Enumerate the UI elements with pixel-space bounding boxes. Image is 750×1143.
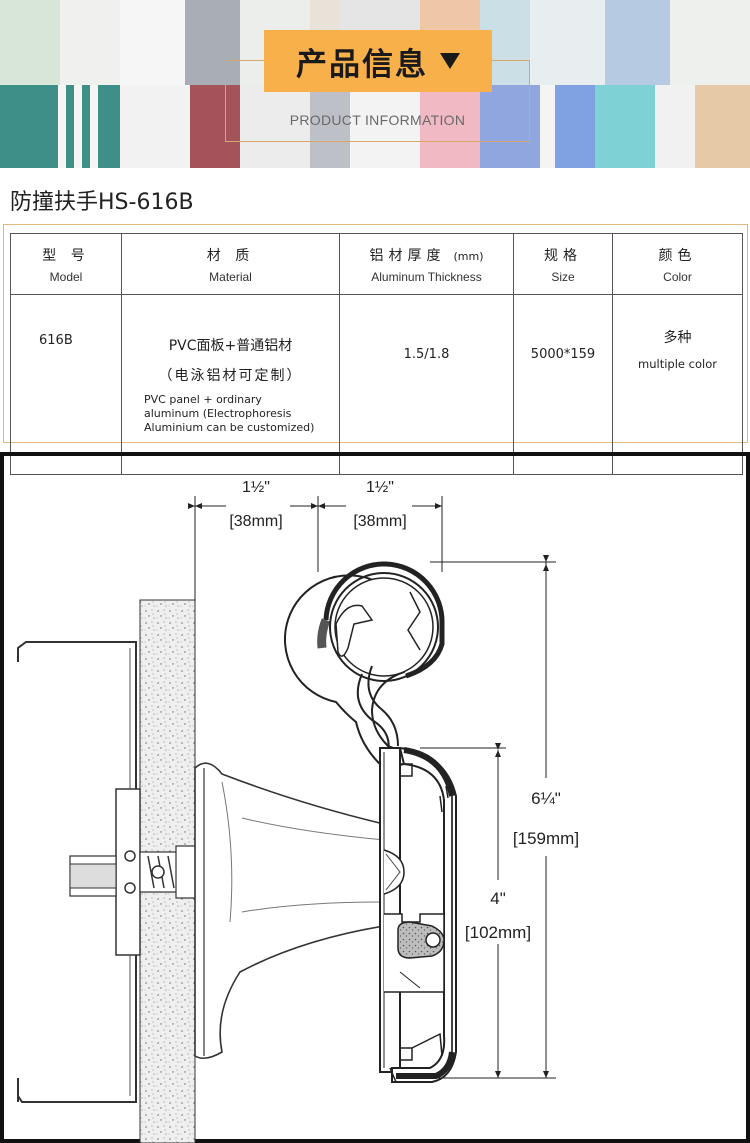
size-value: 5000*159 bbox=[530, 347, 596, 362]
header-model: 型 号 Model bbox=[10, 233, 122, 295]
cell-color: 多种 multiple color bbox=[612, 294, 743, 475]
header-color: 颜色 Color bbox=[612, 233, 743, 295]
material-cn-line-2: （电泳铝材可定制） bbox=[158, 367, 303, 384]
model-value: 616B bbox=[39, 333, 73, 348]
product-info-banner: 产品信息 PRODUCT INFORMATION bbox=[0, 0, 750, 168]
header-model-cn: 型 号 bbox=[42, 247, 90, 264]
product-title: 防撞扶手HS-616B bbox=[10, 190, 194, 215]
header-material: 材 质 Material bbox=[121, 233, 340, 295]
header-color-cn: 颜色 bbox=[658, 247, 697, 264]
section-drawing-svg: 1½" [38mm] 1½" [38mm] 6¼" [159mm] 4" [10… bbox=[0, 452, 750, 1143]
cell-model: 616B bbox=[10, 294, 122, 475]
material-cn-line-1: PVC面板+普通铝材 bbox=[168, 337, 293, 354]
header-thickness-unit: (mm) bbox=[453, 249, 484, 263]
material-en-line-1: PVC panel + ordinary bbox=[144, 392, 262, 406]
material-en-line-3: Aluminium can be customized) bbox=[144, 420, 315, 434]
table-row: 616B PVC面板+普通铝材 （电泳铝材可定制） PVC panel + or… bbox=[10, 294, 743, 475]
banner-title: 产品信息 bbox=[296, 46, 428, 83]
header-thickness: 铝材厚度 (mm) Aluminum Thickness bbox=[339, 233, 514, 295]
blocking-plate bbox=[115, 788, 141, 956]
header-color-en: Color bbox=[663, 269, 692, 284]
cell-size: 5000*159 bbox=[513, 294, 613, 475]
dim-wall-gap-mm: [38mm] bbox=[229, 513, 282, 530]
color-en-value: multiple color bbox=[638, 357, 717, 371]
material-en-line-2: aluminum (Electrophoresis bbox=[144, 406, 292, 420]
header-size-en: Size bbox=[551, 269, 575, 284]
header-size: 规格 Size bbox=[513, 233, 613, 295]
banner-title-tag: 产品信息 bbox=[264, 30, 492, 92]
header-material-en: Material bbox=[209, 269, 252, 284]
banner-subtitle: PRODUCT INFORMATION bbox=[289, 112, 466, 128]
dim-height-mm: [159mm] bbox=[513, 829, 579, 848]
header-thickness-en: Aluminum Thickness bbox=[371, 269, 482, 284]
spec-table: 型 号 Model 材 质 Material 铝材厚度 (mm) Aluminum… bbox=[10, 233, 743, 475]
dim-panel: 4" bbox=[490, 889, 506, 908]
thickness-value: 1.5/1.8 bbox=[403, 347, 450, 362]
drawing-frame bbox=[0, 452, 750, 1143]
handrail-section-drawing: 1½" [38mm] 1½" [38mm] 6¼" [159mm] 4" [10… bbox=[0, 452, 750, 1143]
header-material-cn: 材 质 bbox=[206, 247, 255, 264]
dim-rail-mm: [38mm] bbox=[353, 513, 406, 530]
header-thickness-cn: 铝材厚度 bbox=[369, 247, 446, 264]
dim-wall-gap: 1½" bbox=[242, 479, 270, 496]
header-model-en: Model bbox=[49, 269, 83, 284]
dim-height: 6¼" bbox=[531, 789, 561, 808]
mounting-bracket bbox=[194, 762, 385, 1060]
cell-material: PVC面板+普通铝材 （电泳铝材可定制） PVC panel + ordinar… bbox=[121, 294, 340, 475]
table-header-row: 型 号 Model 材 质 Material 铝材厚度 (mm) Aluminum… bbox=[10, 233, 743, 295]
header-size-cn: 规格 bbox=[544, 247, 582, 264]
color-cn-value: 多种 bbox=[663, 330, 692, 346]
caret-down-icon bbox=[440, 53, 460, 69]
dim-panel-mm: [102mm] bbox=[465, 923, 531, 942]
dim-rail: 1½" bbox=[366, 479, 394, 496]
cell-thickness: 1.5/1.8 bbox=[339, 294, 514, 475]
stud-channel-top bbox=[17, 641, 137, 662]
handrail-profile bbox=[283, 561, 457, 1083]
